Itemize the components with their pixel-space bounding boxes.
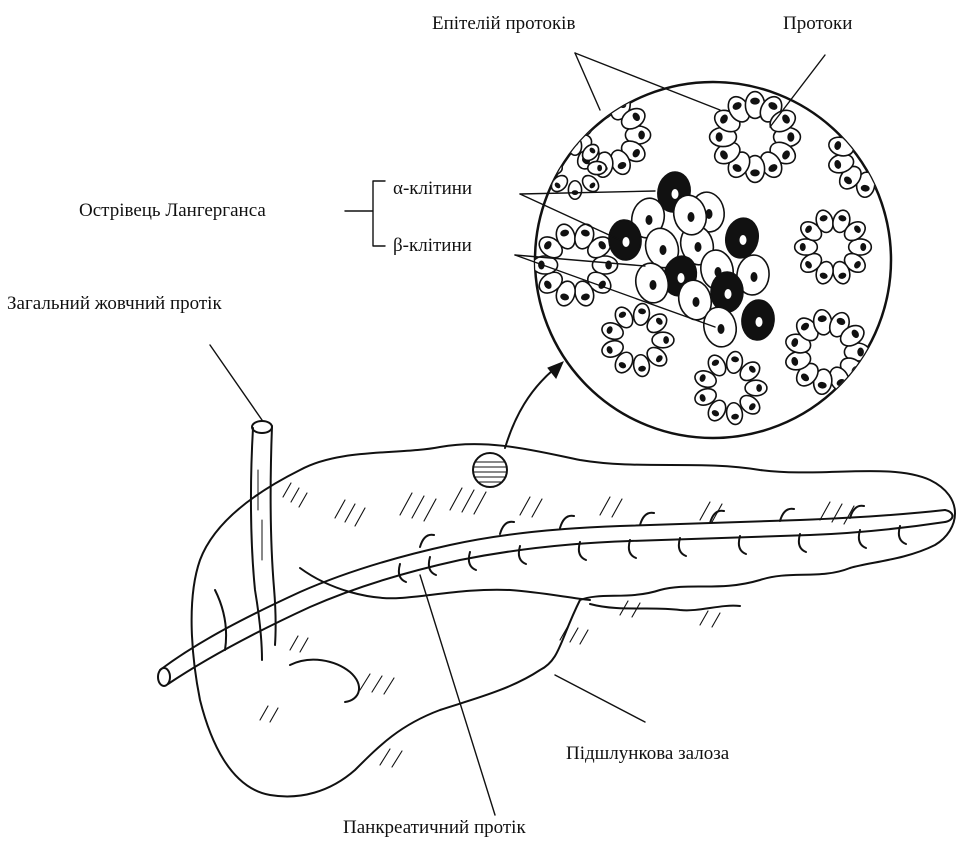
cell-nucleus (756, 384, 762, 392)
duct-epithelial-cell (745, 380, 767, 396)
label-duct-epithelium: Епітелій протоків (432, 14, 575, 33)
cell-nucleus (678, 273, 685, 283)
cell-nucleus (842, 124, 853, 135)
label-common-bile-duct: Загальний жовчний протік (7, 294, 222, 313)
duct-epithelial-cell (568, 181, 581, 199)
duct-epithelial-cell (855, 112, 876, 140)
cell-nucleus (650, 280, 657, 290)
cell-nucleus (860, 243, 866, 251)
cell-nucleus (693, 297, 700, 307)
duct-epithelial-cell (652, 332, 674, 348)
label-islet-of-langerhans: Острівець Лангерганса (79, 201, 266, 220)
leader-pancreas (555, 675, 645, 722)
cell-nucleus (860, 118, 870, 126)
cell-nucleus (893, 131, 903, 142)
cell-nucleus (857, 348, 864, 357)
cell-nucleus (623, 237, 630, 247)
duct-epithelial-cell (887, 146, 912, 164)
duct-epithelial-cell (880, 157, 911, 186)
cell-nucleus (900, 151, 907, 160)
cell-nucleus (688, 212, 695, 222)
cell-nucleus (740, 235, 747, 245)
pancreas-hatching (260, 483, 854, 767)
cell-nucleus (718, 324, 725, 334)
cell-nucleus (751, 272, 758, 282)
cell-nucleus (598, 98, 608, 106)
cell-nucleus (638, 131, 645, 140)
duct-epithelial-cell (849, 239, 872, 255)
cell-nucleus (660, 245, 667, 255)
leader-bile-duct (210, 345, 262, 420)
islet-bracket (345, 181, 385, 246)
cell-nucleus (750, 98, 760, 105)
cell-nucleus (672, 189, 679, 199)
cell-nucleus (548, 165, 553, 172)
cell-nucleus (756, 317, 763, 327)
label-alpha-cells: α-клітини (393, 179, 472, 198)
label-pancreatic-duct: Панкреатичний протік (343, 818, 526, 837)
cell-nucleus (750, 169, 760, 176)
cell-nucleus (605, 261, 612, 270)
cell-nucleus (554, 147, 562, 155)
cell-nucleus (878, 181, 889, 191)
label-beta-cells: β-клітини (393, 236, 472, 255)
cell-nucleus (695, 242, 702, 252)
duct-epithelial-cell (795, 239, 818, 255)
cell-nucleus (800, 243, 806, 251)
cell-nucleus (663, 336, 669, 344)
cell-nucleus (646, 215, 653, 225)
magnification-arrow (505, 362, 563, 448)
duct-epithelial-cell (869, 113, 896, 143)
cell-nucleus (597, 165, 602, 172)
duct-epithelial-cell (588, 161, 606, 174)
cell-nucleus (571, 120, 580, 130)
label-ducts: Протоки (783, 14, 852, 33)
cell-nucleus (878, 120, 889, 130)
cell-nucleus (725, 289, 732, 299)
duct-epithelial-cell (880, 124, 911, 153)
label-pancreas: Підшлункова залоза (566, 744, 729, 763)
cell-nucleus (580, 104, 591, 115)
duct-epithelial-cell (592, 256, 617, 274)
cell-nucleus (716, 132, 723, 142)
tissue-sample-patch (473, 453, 507, 487)
magnified-tissue-view (532, 82, 912, 438)
cell-nucleus (893, 168, 903, 179)
cell-nucleus (787, 132, 794, 142)
